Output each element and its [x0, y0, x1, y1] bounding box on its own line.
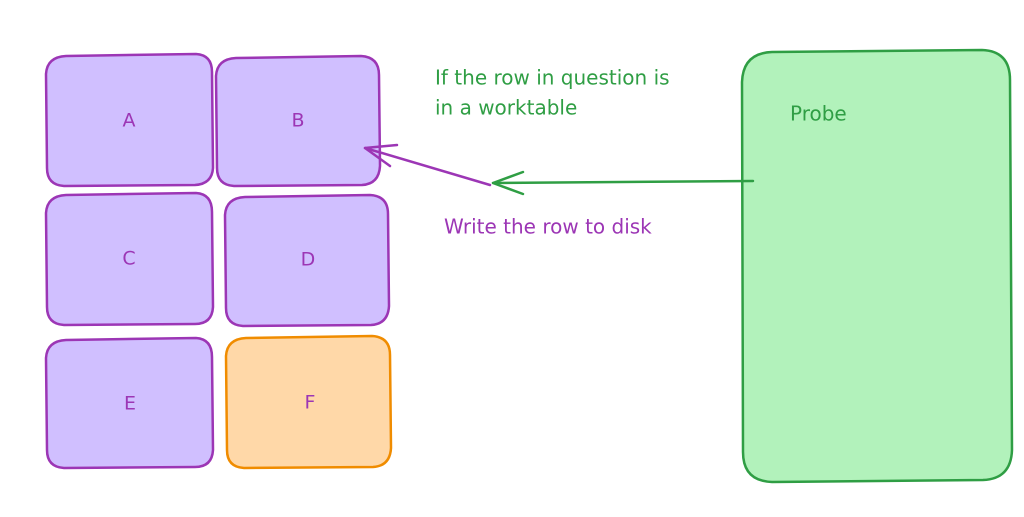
block-a-shape: [44, 52, 215, 188]
block-c: C: [44, 191, 215, 327]
block-c-shape: [44, 191, 215, 327]
probe-arrow-head: [491, 170, 525, 196]
block-b-shape: [214, 54, 382, 188]
write-arrow-line: [363, 146, 492, 187]
block-e-label: E: [124, 393, 136, 415]
condition-text-line-2: in a worktable: [435, 96, 577, 120]
probe-label: Probe: [790, 102, 847, 126]
block-f: F: [224, 334, 393, 470]
write-arrow: [363, 143, 492, 187]
block-a: A: [44, 52, 215, 188]
write-arrow-head: [363, 143, 399, 168]
block-f-label: F: [305, 392, 316, 414]
probe-arrow-line: [491, 179, 755, 185]
block-d-label: D: [301, 249, 316, 271]
block-b-label: B: [291, 110, 304, 132]
block-e: E: [44, 336, 215, 470]
block-d: D: [223, 193, 391, 328]
block-d-shape: [223, 193, 391, 328]
block-c-label: C: [122, 248, 135, 270]
probe-block: Probe: [740, 48, 1014, 484]
condition-text-line-1: If the row in question is: [435, 66, 670, 90]
action-text: Write the row to disk: [444, 215, 652, 239]
probe-arrow: [491, 170, 755, 196]
block-f-shape: [224, 334, 393, 470]
block-e-shape: [44, 336, 215, 470]
block-b: B: [214, 54, 382, 188]
block-a-label: A: [123, 110, 136, 132]
block-grid: A B C D E F: [44, 52, 393, 470]
probe-block-shape: [740, 48, 1014, 484]
